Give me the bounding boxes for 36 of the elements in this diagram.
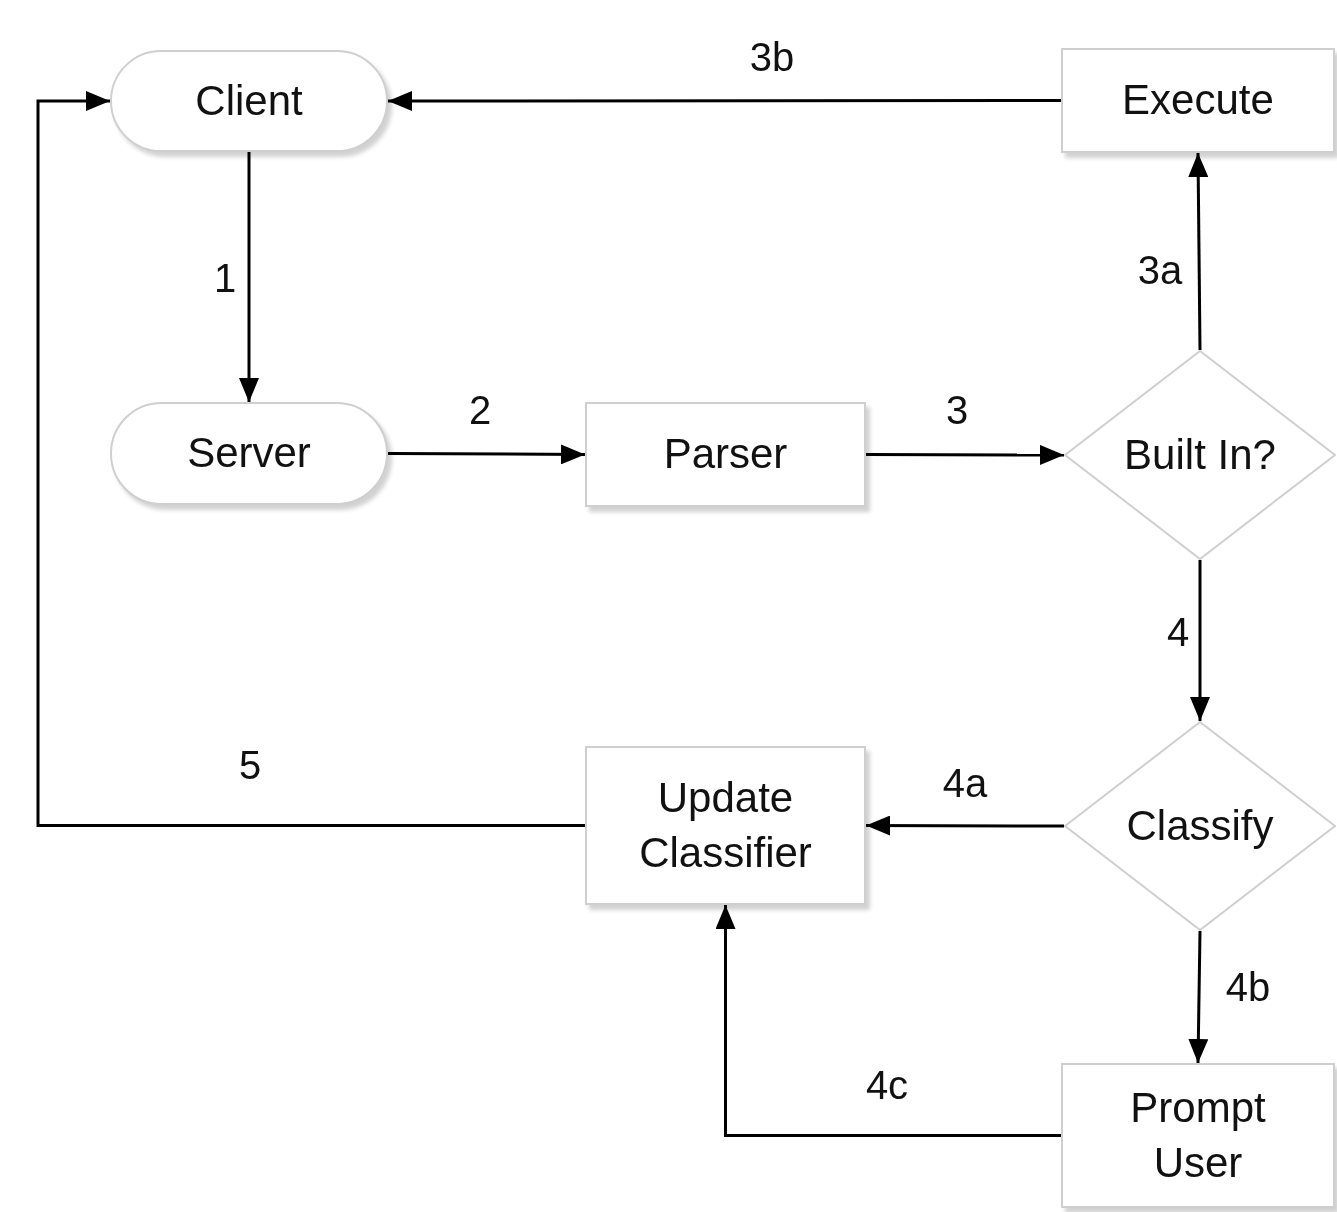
process-box xyxy=(1061,48,1335,153)
node-label: Update Classifier xyxy=(638,772,813,878)
edge-label: 3a xyxy=(1137,250,1183,290)
node-label: Parser xyxy=(663,429,788,480)
arrow xyxy=(866,815,1064,836)
edge-label: 4b xyxy=(1225,967,1271,1007)
process-box xyxy=(585,402,866,507)
edge-label: 3b xyxy=(749,37,795,77)
arrow xyxy=(1188,930,1209,1064)
edge-label: 1 xyxy=(213,258,237,298)
decision-diamond xyxy=(1064,721,1336,931)
arrow xyxy=(715,905,1061,1137)
node-label: Execute xyxy=(1122,75,1274,126)
edge-label: 4a xyxy=(942,763,988,803)
terminal-pill xyxy=(110,402,388,505)
edge-label: 4c xyxy=(865,1065,909,1105)
edge-label: 5 xyxy=(238,745,262,785)
arrow xyxy=(388,91,1061,111)
node-label: Classify xyxy=(1126,800,1274,851)
arrow xyxy=(239,152,259,402)
edge-label: 2 xyxy=(468,390,492,430)
edge-label: 3 xyxy=(945,390,969,430)
arrow xyxy=(866,444,1064,465)
process-box xyxy=(1061,1063,1335,1208)
decision-diamond xyxy=(1064,350,1336,560)
node-label: Built In? xyxy=(1124,429,1276,480)
process-box xyxy=(585,746,866,905)
node-label: Client xyxy=(195,75,303,126)
arrow xyxy=(388,444,585,465)
terminal-pill xyxy=(110,50,388,152)
arrow xyxy=(1190,560,1210,721)
arrow xyxy=(1188,153,1209,350)
arrow xyxy=(36,91,585,827)
edge-label: 4 xyxy=(1166,612,1190,652)
node-label: Server xyxy=(187,428,311,479)
node-label: Prompt User xyxy=(1129,1082,1267,1188)
